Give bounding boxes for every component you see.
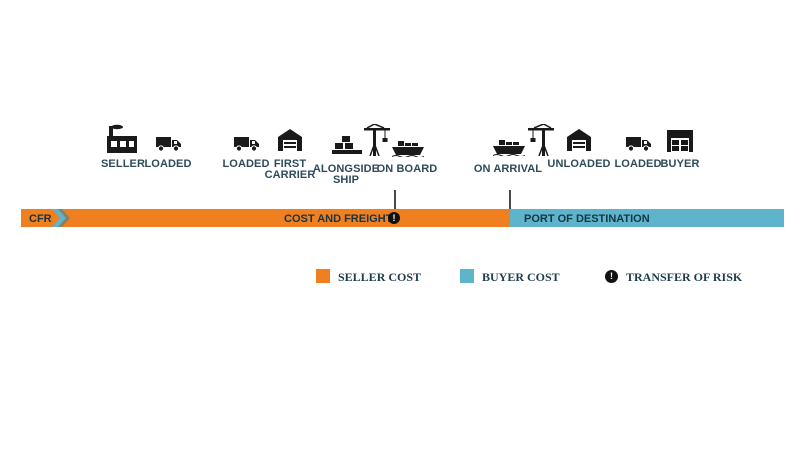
stage-label-on-board: ON BOARD xyxy=(376,163,438,175)
legend-seller-cost: SELLER COST xyxy=(338,270,422,284)
legend-transfer-of-risk: TRANSFER OF RISK xyxy=(626,270,743,284)
factory-icon xyxy=(106,124,138,154)
stage-label-alongside-ship: ALONGSIDE SHIP xyxy=(312,163,380,186)
crane-icon xyxy=(528,124,554,156)
risk-connector-line xyxy=(394,190,396,209)
seller-segment-label: COST AND FREIGHT xyxy=(284,213,393,225)
forklift-boxes-icon xyxy=(332,135,362,155)
arrival-connector-line xyxy=(509,190,511,209)
stage-label-first-carrier: FIRST CARRIER xyxy=(264,158,316,181)
truck-icon xyxy=(156,135,182,152)
warehouse-icon xyxy=(277,128,303,152)
truck-icon xyxy=(234,135,260,152)
legend-risk-icon: ! xyxy=(605,270,618,283)
ship-icon xyxy=(392,139,424,157)
stage-label-loaded: LOADED xyxy=(614,158,662,170)
warehouse-icon xyxy=(566,128,592,152)
stage-label-on-arrival: ON ARRIVAL xyxy=(473,163,543,175)
truck-icon xyxy=(626,135,652,152)
stage-label-buyer: BUYER xyxy=(660,158,700,170)
ship-icon xyxy=(493,138,525,156)
stage-label-seller: SELLER xyxy=(101,158,145,170)
legend-buyer-cost: BUYER COST xyxy=(482,270,560,284)
stage-label-loaded: LOADED xyxy=(222,158,270,170)
buyer-segment-label: PORT OF DESTINATION xyxy=(524,213,650,225)
crane-icon xyxy=(364,124,390,156)
chevron-right-icon xyxy=(52,209,70,232)
seller-cost-swatch xyxy=(316,269,330,283)
stage-label-unloaded: UNLOADED xyxy=(547,158,611,170)
transfer-of-risk-marker: ! xyxy=(388,212,400,224)
buyer-cost-swatch xyxy=(460,269,474,283)
buyer-cost-segment xyxy=(510,209,784,227)
seller-cost-segment xyxy=(21,209,510,227)
incoterm-code: CFR xyxy=(29,213,52,225)
buyer-warehouse-icon xyxy=(666,129,694,153)
stage-label-loaded: LOADED xyxy=(144,158,192,170)
